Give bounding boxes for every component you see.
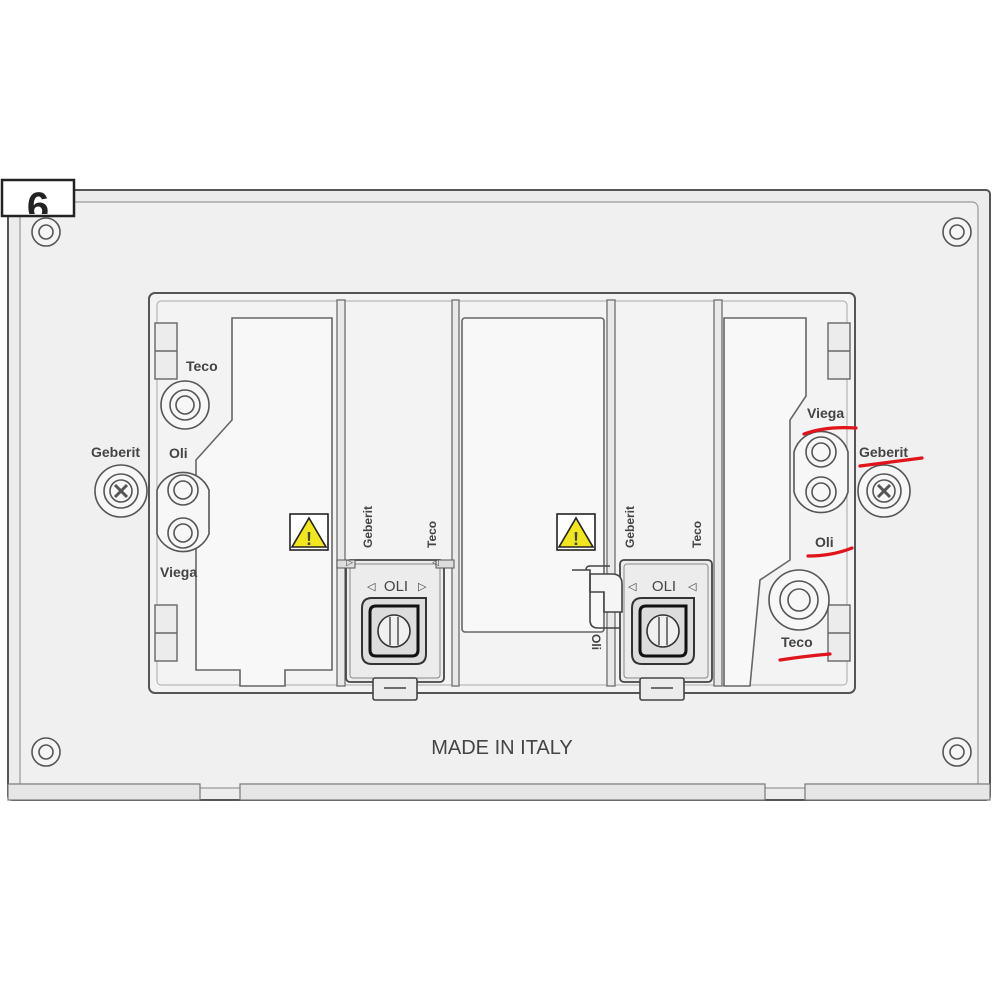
left-module-arrow-left: ◁ <box>367 581 376 593</box>
right-label-geberit: Geberit <box>859 444 908 460</box>
left-warning-icon: ! <box>289 513 329 551</box>
right-label-teco: Teco <box>781 634 813 650</box>
right-window <box>723 317 807 687</box>
left-label-viega: Viega <box>160 564 197 580</box>
step-number: 6 <box>27 185 49 229</box>
red-annotations <box>778 426 924 662</box>
center-window <box>461 317 605 633</box>
corner-holes <box>31 217 972 767</box>
made-in-label: MADE IN ITALY <box>431 737 573 759</box>
clip-bottom-left <box>154 604 178 662</box>
step-number-box <box>0 178 76 218</box>
module-right-label-geberit: Geberit <box>623 506 637 548</box>
red-mark-oli <box>806 546 854 558</box>
red-mark-teco <box>778 652 832 662</box>
left-module-arrow-right: ▷ <box>418 581 427 593</box>
right-double-hole <box>793 430 849 514</box>
bottom-tabs <box>7 783 991 801</box>
module-right-label-oli: OLI <box>652 578 676 595</box>
right-module-arrow-left: ◁ <box>628 581 637 593</box>
right-geberit-screw <box>857 464 911 518</box>
right-teco-hole <box>768 569 830 631</box>
left-label-teco: Teco <box>186 358 218 374</box>
right-actuator-module: ◁ ◁ <box>572 559 713 701</box>
module-left-label-teco: Teco <box>425 521 439 548</box>
left-label-geberit: Geberit <box>91 444 140 460</box>
corner-hole-top-right <box>942 217 972 247</box>
module-right-label-teco: Teco <box>690 521 704 548</box>
left-window <box>195 317 333 687</box>
left-module-arrow-top2: ◁ <box>432 557 439 567</box>
right-label-oli: Oli <box>815 534 834 550</box>
right-warning-glyph: ! <box>573 529 579 549</box>
clip-top-left <box>154 322 178 380</box>
left-warning-glyph: ! <box>306 529 312 549</box>
left-module-arrow-top: ▷ <box>346 557 353 567</box>
left-geberit-screw <box>94 464 148 518</box>
left-double-hole <box>156 471 210 553</box>
left-label-oli: Oli <box>169 445 188 461</box>
frame-clips <box>154 322 851 662</box>
left-teco-hole <box>160 380 210 430</box>
right-label-viega: Viega <box>807 405 844 421</box>
clip-bottom-right <box>827 604 851 662</box>
corner-hole-top-left <box>31 217 61 247</box>
right-module-arrow-right: ◁ <box>688 581 697 593</box>
red-mark-geberit <box>858 456 924 468</box>
corner-hole-bottom-left <box>31 737 61 767</box>
step-number-clip: 6 <box>27 185 49 229</box>
module-right-label-oli-side: Oli <box>589 634 603 650</box>
module-left-label-geberit: Geberit <box>361 506 375 548</box>
corner-hole-bottom-right <box>942 737 972 767</box>
left-actuator-module: ◁ ▷ ▷ ◁ <box>336 557 455 701</box>
red-mark-viega <box>802 426 858 436</box>
clip-top-right <box>827 322 851 380</box>
frame-dividers <box>336 299 723 687</box>
module-left-label-oli: OLI <box>384 578 408 595</box>
right-warning-icon: ! <box>556 513 596 551</box>
